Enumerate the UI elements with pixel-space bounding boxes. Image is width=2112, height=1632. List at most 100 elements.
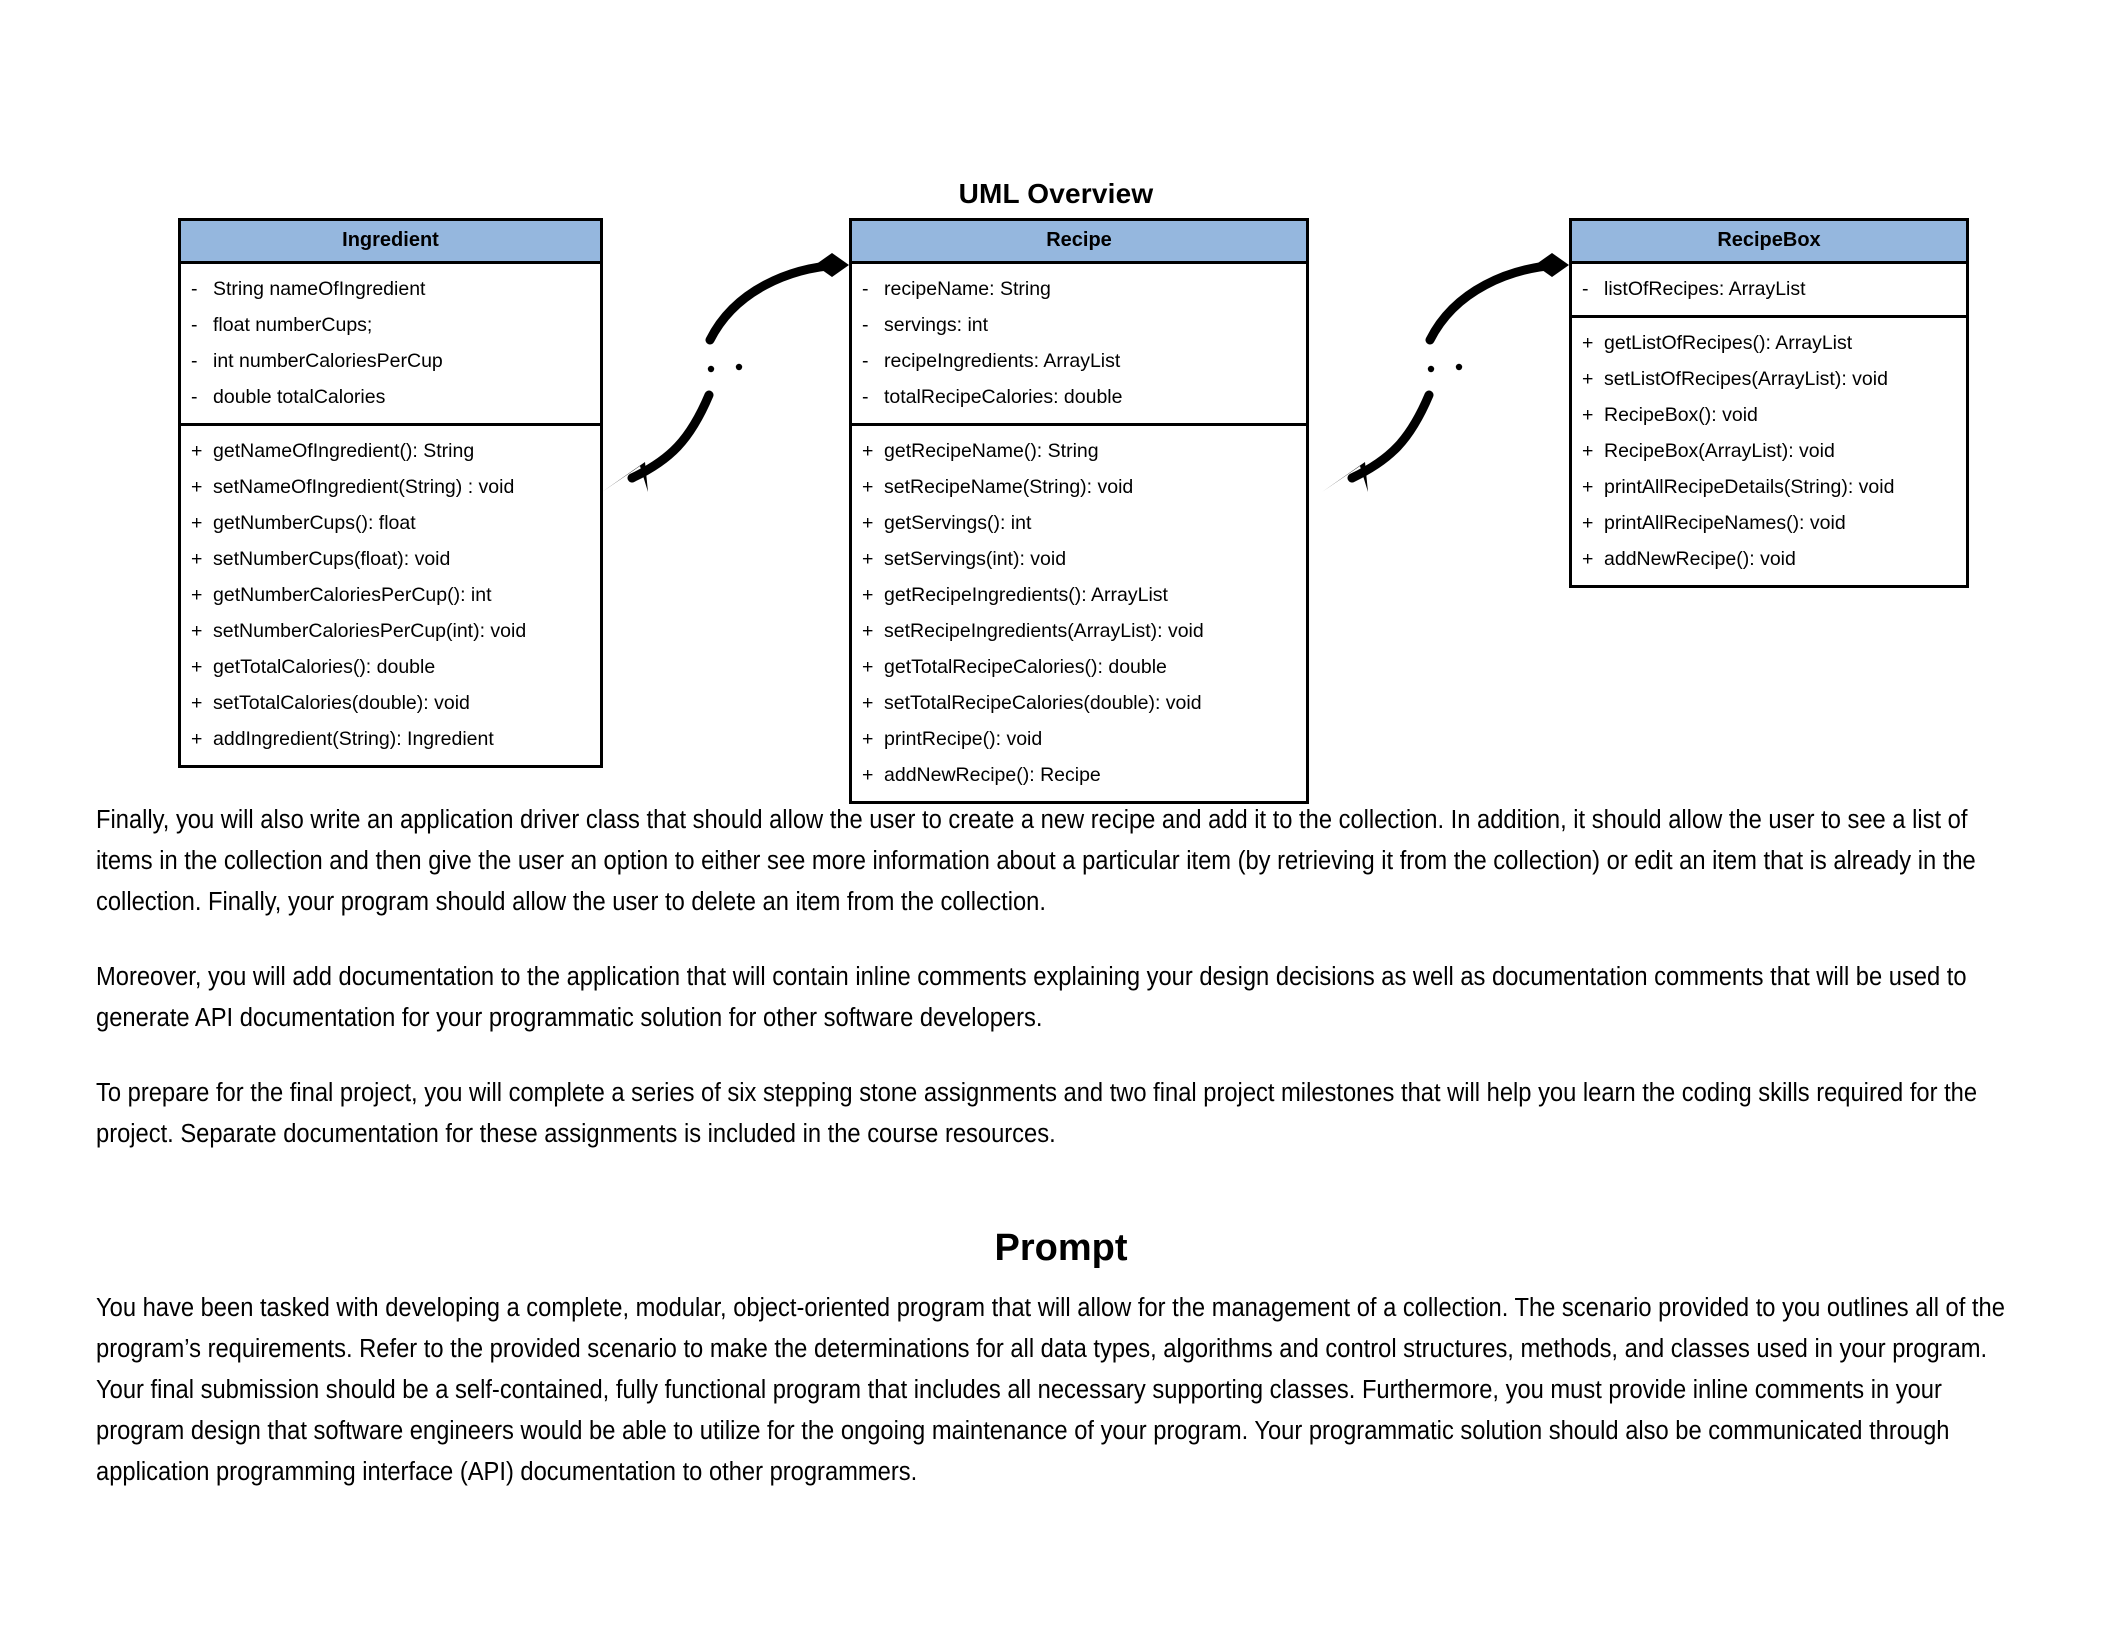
uml-method-row: + RecipeBox(): void: [1572, 397, 1966, 433]
member-signature: getTotalCalories(): double: [213, 656, 436, 678]
uml-methods-recipebox: + getListOfRecipes(): ArrayList + setLis…: [1572, 318, 1966, 585]
uml-method-row: + getNumberCaloriesPerCup(): int: [181, 577, 600, 613]
visibility-marker: +: [191, 584, 203, 606]
uml-attributes-ingredient: - String nameOfIngredient - float number…: [181, 264, 600, 426]
visibility-marker: +: [862, 728, 874, 750]
member-signature: double totalCalories: [213, 386, 386, 408]
uml-attribute-row: - int numberCaloriesPerCup: [181, 343, 600, 379]
uml-attribute-row: - totalRecipeCalories: double: [852, 379, 1306, 415]
member-signature: recipeName: String: [884, 278, 1051, 300]
uml-attributes-recipe: - recipeName: String - servings: int - r…: [852, 264, 1306, 426]
arrowhead-to-ingredient: [602, 462, 648, 492]
uml-method-row: + setServings(int): void: [852, 541, 1306, 577]
member-signature: RecipeBox(): void: [1604, 404, 1758, 426]
uml-method-row: + printRecipe(): void: [852, 721, 1306, 757]
visibility-marker: +: [191, 548, 203, 570]
uml-method-row: + getTotalRecipeCalories(): double: [852, 649, 1306, 685]
prompt-heading: Prompt: [994, 1227, 1128, 1269]
aggregation-diamond-recipebox: [1535, 253, 1569, 277]
member-signature: getNumberCups(): float: [213, 512, 416, 534]
uml-method-row: + setListOfRecipes(ArrayList): void: [1572, 361, 1966, 397]
visibility-marker: -: [191, 350, 198, 372]
member-signature: servings: int: [884, 314, 989, 336]
member-signature: setNumberCups(float): void: [213, 548, 451, 570]
member-signature: getTotalRecipeCalories(): double: [884, 656, 1167, 678]
visibility-marker: +: [191, 728, 203, 750]
visibility-marker: +: [191, 476, 203, 498]
member-signature: setRecipeName(String): void: [884, 476, 1134, 498]
member-signature: getListOfRecipes(): ArrayList: [1604, 332, 1853, 354]
uml-class-name-ingredient: Ingredient: [181, 221, 600, 264]
uml-method-row: + setRecipeName(String): void: [852, 469, 1306, 505]
uml-class-recipebox: RecipeBox - listOfRecipes: ArrayList + g…: [1569, 218, 1969, 588]
visibility-marker: +: [191, 692, 203, 714]
visibility-marker: -: [862, 278, 869, 300]
uml-method-row: + getListOfRecipes(): ArrayList: [1572, 325, 1966, 361]
visibility-marker: -: [862, 314, 869, 336]
connector-gap-dot: [735, 363, 743, 371]
uml-diagram-title: UML Overview: [958, 178, 1154, 209]
visibility-marker: +: [862, 476, 874, 498]
visibility-marker: +: [1582, 440, 1594, 462]
visibility-marker: +: [862, 548, 874, 570]
member-signature: addNewRecipe(): void: [1604, 548, 1796, 570]
member-signature: addIngredient(String): Ingredient: [213, 728, 494, 750]
member-signature: recipeIngredients: ArrayList: [884, 350, 1121, 372]
member-signature: RecipeBox(ArrayList): void: [1604, 440, 1835, 462]
paragraph-documentation: Moreover, you will add documentation to …: [96, 963, 1967, 1032]
member-signature: setNameOfIngredient(String) : void: [213, 476, 515, 498]
uml-method-row: + getTotalCalories(): double: [181, 649, 600, 685]
uml-attribute-row: - float numberCups;: [181, 307, 600, 343]
member-signature: getNameOfIngredient(): String: [213, 440, 475, 462]
visibility-marker: -: [1582, 278, 1589, 300]
uml-method-row: + setTotalCalories(double): void: [181, 685, 600, 721]
uml-attribute-row: - recipeIngredients: ArrayList: [852, 343, 1306, 379]
uml-class-name-recipe: Recipe: [852, 221, 1306, 264]
paragraph-driver-class: Finally, you will also write an applicat…: [96, 806, 1976, 916]
aggregation-line-recipe-ingredient-upper: [705, 260, 843, 345]
uml-method-row: + addNewRecipe(): void: [1572, 541, 1966, 577]
visibility-marker: -: [862, 350, 869, 372]
member-signature: setTotalCalories(double): void: [213, 692, 470, 714]
member-signature: getServings(): int: [884, 512, 1032, 534]
uml-method-row: + addIngredient(String): Ingredient: [181, 721, 600, 757]
uml-method-row: + printAllRecipeNames(): void: [1572, 505, 1966, 541]
uml-attribute-row: - servings: int: [852, 307, 1306, 343]
visibility-marker: +: [862, 620, 874, 642]
uml-method-row: + setNumberCups(float): void: [181, 541, 600, 577]
visibility-marker: +: [191, 620, 203, 642]
member-signature: getRecipeName(): String: [884, 440, 1099, 462]
visibility-marker: -: [191, 386, 198, 408]
uml-methods-recipe: + getRecipeName(): String + setRecipeNam…: [852, 426, 1306, 801]
uml-method-row: + getServings(): int: [852, 505, 1306, 541]
member-signature: printRecipe(): void: [884, 728, 1043, 750]
visibility-marker: -: [862, 386, 869, 408]
connector-gap-dot: [1427, 365, 1435, 373]
member-signature: float numberCups;: [213, 314, 373, 336]
uml-class-recipe: Recipe - recipeName: String - servings: …: [849, 218, 1309, 804]
uml-diagram: UML Overview Ingredient - String nameOfI…: [0, 0, 2112, 804]
visibility-marker: -: [191, 314, 198, 336]
visibility-marker: +: [1582, 332, 1594, 354]
uml-methods-ingredient: + getNameOfIngredient(): String + setNam…: [181, 426, 600, 765]
paragraph-stepping-stones: To prepare for the final project, you wi…: [96, 1079, 1978, 1148]
visibility-marker: +: [1582, 512, 1594, 534]
member-signature: int numberCaloriesPerCup: [213, 350, 443, 372]
visibility-marker: -: [191, 278, 198, 300]
visibility-marker: +: [191, 440, 203, 462]
visibility-marker: +: [1582, 548, 1594, 570]
uml-method-row: + setNameOfIngredient(String) : void: [181, 469, 600, 505]
member-signature: setListOfRecipes(ArrayList): void: [1604, 368, 1888, 390]
connector-gap-dot: [707, 365, 715, 373]
visibility-marker: +: [862, 692, 874, 714]
uml-method-row: + setTotalRecipeCalories(double): void: [852, 685, 1306, 721]
member-signature: getRecipeIngredients(): ArrayList: [884, 584, 1168, 606]
uml-class-name-recipebox: RecipeBox: [1572, 221, 1966, 264]
paragraph-prompt: You have been tasked with developing a c…: [96, 1294, 2005, 1486]
member-signature: totalRecipeCalories: double: [884, 386, 1123, 408]
member-signature: printAllRecipeDetails(String): void: [1604, 476, 1895, 498]
visibility-marker: +: [191, 512, 203, 534]
uml-class-ingredient: Ingredient - String nameOfIngredient - f…: [178, 218, 603, 768]
visibility-marker: +: [1582, 404, 1594, 426]
aggregation-line-recipebox-recipe-upper: [1425, 260, 1563, 345]
